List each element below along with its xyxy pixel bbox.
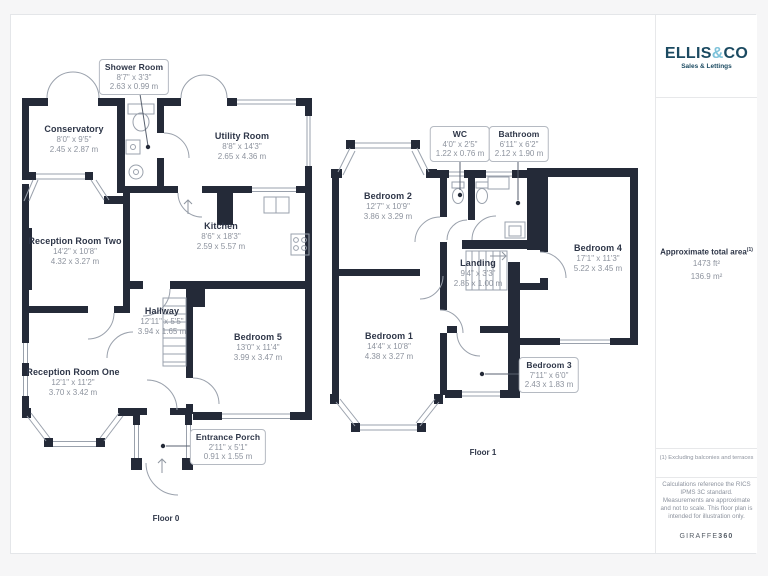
giraffe360-credit: GIRAFFE360 [656, 533, 757, 540]
floor0-plan [22, 71, 312, 496]
callout-shower-room: Shower Room 8'7" x 3'3" 2.63 x 0.99 m [98, 59, 170, 95]
floor1-plan [330, 140, 638, 432]
floor1-fixtures [451, 176, 526, 239]
floor1-door-arcs [414, 215, 567, 357]
total-area-footnote-marker: (1) [746, 247, 753, 253]
callout-entrance-porch: Entrance Porch 2'11" x 5'1" 0.91 x 1.55 … [189, 429, 267, 465]
floor0-fixtures [125, 103, 310, 256]
total-area-block: Approximate total area(1) 1473 ft² 136.9… [656, 247, 757, 283]
room-dim-metric: 2.12 x 1.90 m [494, 149, 544, 158]
floor0-label: Floor 0 [152, 514, 180, 523]
floor0-arrows [157, 199, 193, 473]
floor0-stairs [162, 297, 187, 367]
room-dim-metric: 2.63 x 0.99 m [109, 82, 159, 91]
floor1-callout-leaders [457, 159, 521, 377]
total-area-metric: 136.9 m² [690, 271, 723, 281]
room-dim-metric: 1.22 x 0.76 m [435, 149, 485, 158]
total-area-title-text: Approximate total area [660, 247, 747, 257]
room-name: Bathroom [498, 129, 540, 139]
room-dim-metric: 2.43 x 1.83 m [524, 380, 574, 389]
floor0-callout-leaders [139, 93, 196, 449]
room-dim-metric: 0.91 x 1.55 m [203, 452, 253, 461]
ellis-co-logo: ELLIS&CO [656, 46, 757, 62]
sidebar-divider [656, 448, 757, 449]
logo-tagline: Sales & Lettings [681, 63, 732, 70]
room-name: WC [452, 129, 468, 139]
room-dim-imperial: 2'11" x 5'1" [208, 442, 248, 452]
callout-bathroom: Bathroom 6'11" x 6'2" 2.12 x 1.90 m [488, 126, 550, 162]
floor1-stairs [465, 250, 508, 291]
callout-wc: WC 4'0" x 2'5" 1.22 x 0.76 m [429, 126, 491, 162]
callout-bedroom-3: Bedroom 3 7'11" x 6'0" 2.43 x 1.83 m [518, 357, 580, 393]
sidebar-divider [656, 97, 757, 98]
room-dim-imperial: 6'11" x 6'2" [499, 139, 539, 149]
floor0-windows [22, 98, 312, 458]
floor1-windows [335, 141, 610, 431]
room-name: Shower Room [104, 62, 164, 72]
floor1-arrows [490, 251, 507, 261]
area-footnote: (1) Excluding balconies and terraces [659, 455, 754, 461]
sidebar-divider [656, 477, 757, 478]
room-name: Entrance Porch [195, 432, 261, 442]
logo-text-ellis: ELLIS [664, 45, 712, 62]
total-area-imperial: 1473 ft² [692, 258, 721, 268]
credit-name: GIRAFFE [679, 533, 719, 540]
room-dim-imperial: 7'11" x 6'0" [529, 370, 569, 380]
room-dim-imperial: 8'7" x 3'3" [116, 72, 152, 82]
floor1-label: Floor 1 [469, 448, 497, 457]
logo-text-co: CO [723, 45, 749, 62]
credit-number: 360 [718, 533, 734, 540]
total-area-title: Approximate total area(1) [656, 247, 757, 257]
info-sidebar: ELLIS&CO Sales & Lettings Approximate to… [655, 15, 757, 553]
floor1-walls [330, 140, 638, 432]
room-dim-imperial: 4'0" x 2'5" [442, 139, 478, 149]
floor0-door-arcs [46, 71, 228, 496]
room-name: Bedroom 3 [526, 360, 572, 370]
logo-ampersand: & [711, 45, 724, 62]
disclaimer-text: Calculations reference the RICS IPMS 3C … [660, 481, 753, 520]
